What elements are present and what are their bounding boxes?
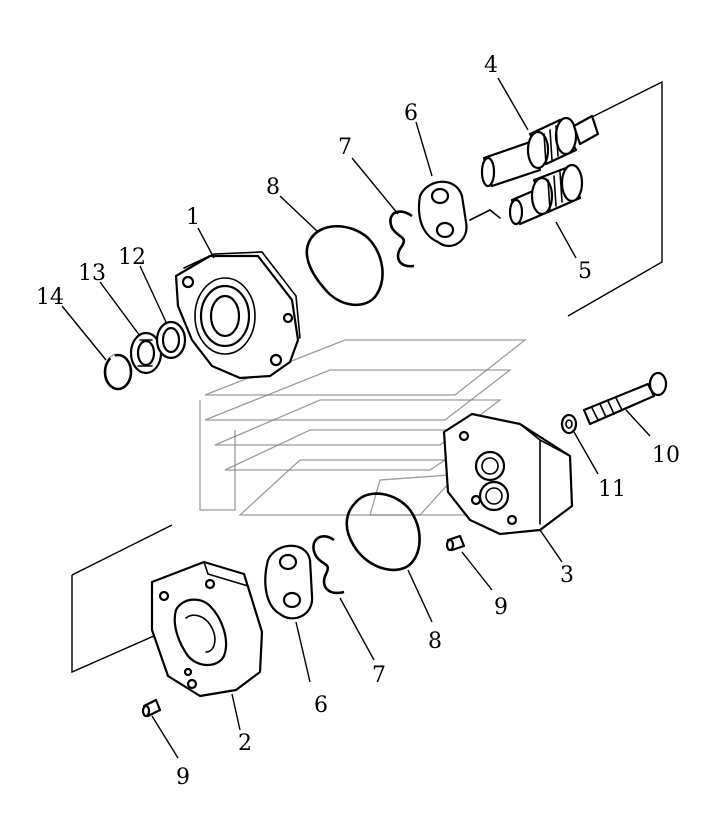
callout-3: 3 [560, 563, 574, 588]
o-ring-part-8-top [305, 225, 384, 307]
callout-1: 1 [186, 205, 200, 230]
side-plate-part-6-bottom [264, 544, 314, 620]
driven-gear-part-5 [469, 163, 584, 226]
drive-gear-shaft-part-4 [480, 114, 600, 188]
callout-13: 13 [78, 261, 106, 286]
washer-part-11 [560, 413, 578, 435]
callout-11: 11 [598, 477, 626, 502]
callout-5: 5 [578, 259, 592, 284]
callout-6-top: 6 [404, 101, 418, 126]
oil-seal-part-13 [129, 331, 163, 375]
gear-housing-part-2 [150, 560, 264, 698]
side-plate-part-6-top [417, 180, 468, 247]
seal-clip-part-7-top [389, 210, 415, 268]
callout-9-left: 9 [176, 765, 190, 790]
callout-4: 4 [484, 53, 498, 78]
callout-12: 12 [118, 245, 146, 270]
callout-labels: 1 2 3 4 5 6 6 7 7 8 8 9 9 10 11 12 13 14 [36, 53, 680, 790]
bolt-part-10 [582, 371, 668, 426]
callout-6-bottom: 6 [314, 693, 328, 718]
dowel-pin-part-9-left [141, 698, 162, 718]
rear-cover-part-3 [442, 412, 574, 536]
dowel-pin-part-9-right [445, 534, 466, 552]
callout-7-bottom: 7 [372, 663, 386, 688]
seal-clip-part-7-bottom [312, 535, 345, 595]
callout-7-top: 7 [338, 135, 352, 160]
snap-ring-part-14 [103, 353, 133, 391]
leader-lines [61, 77, 651, 759]
callout-8-bottom: 8 [428, 629, 442, 654]
callout-8-top: 8 [266, 175, 280, 200]
callout-2: 2 [238, 731, 252, 756]
washer-part-12 [155, 320, 187, 360]
callout-9-right: 9 [494, 595, 508, 620]
group-bracket-bottom [71, 524, 173, 674]
callout-10: 10 [652, 443, 680, 468]
callout-14: 14 [36, 285, 64, 310]
front-cover-part-1 [174, 251, 301, 380]
o-ring-part-8-bottom [345, 492, 421, 572]
group-bracket-top [567, 80, 663, 317]
